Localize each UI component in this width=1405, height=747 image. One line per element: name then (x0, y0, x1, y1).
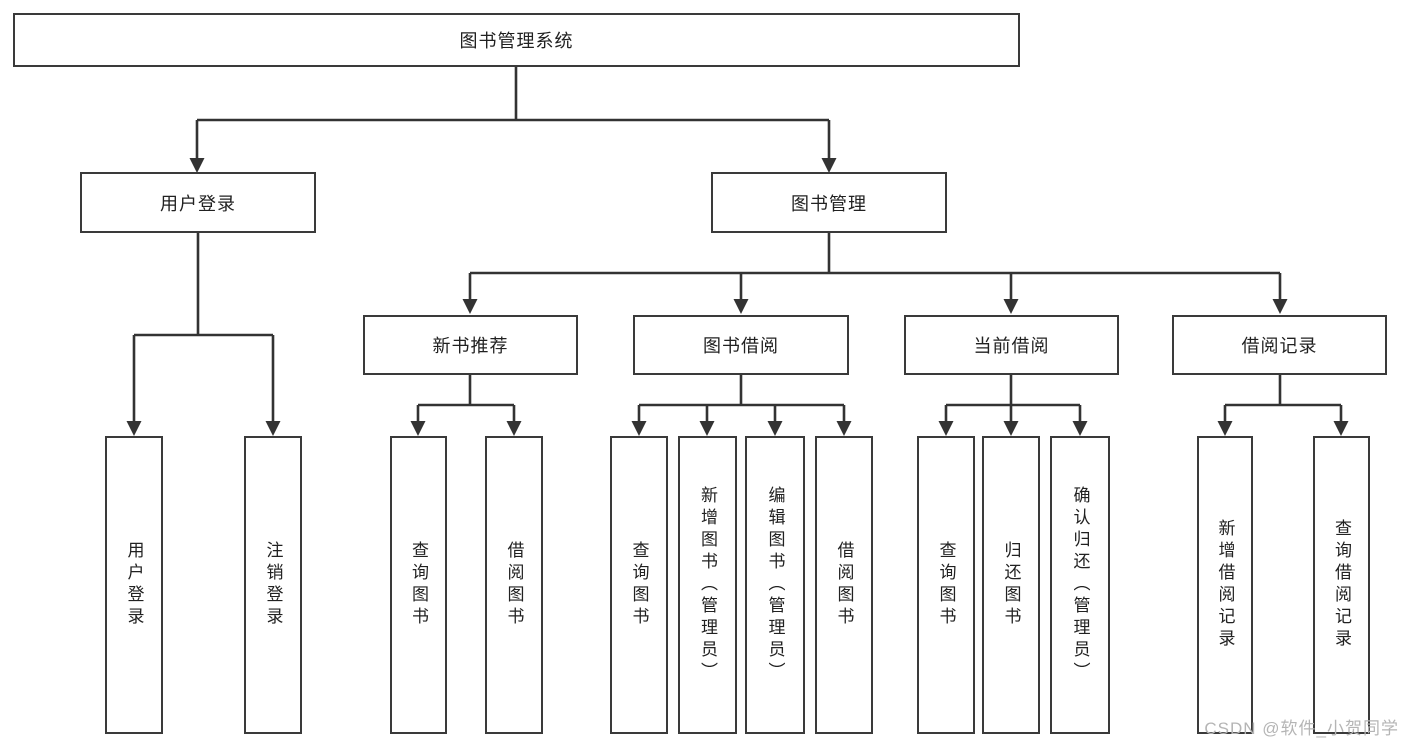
arrowhead (631, 421, 647, 436)
connector-book-borrow-to-leaves (631, 375, 852, 436)
arrowhead (821, 158, 837, 173)
node-new-book-recommend: 新书推荐 (363, 315, 578, 375)
arrowhead (1217, 421, 1233, 436)
arrowhead (410, 421, 426, 436)
arrowhead (126, 421, 142, 436)
leaf-newbook-query-books-label: 查询图书 (409, 541, 428, 629)
leaf-borrowing-add-books-admin: 新增图书（管理员） (678, 436, 737, 734)
arrowhead (1333, 421, 1349, 436)
leaf-user-login-label: 用户登录 (124, 541, 144, 629)
leaf-newbook-borrow-books: 借阅图书 (485, 436, 543, 734)
leaf-borrowing-borrow-books-label: 借阅图书 (834, 541, 854, 629)
leaf-user-login: 用户登录 (105, 436, 163, 734)
arrowhead (1003, 421, 1019, 436)
arrowhead (938, 421, 954, 436)
leaf-records-query-record: 查询借阅记录 (1313, 436, 1370, 734)
leaf-records-add-record: 新增借阅记录 (1197, 436, 1253, 734)
leaf-logout-label: 注销登录 (263, 541, 283, 629)
node-book-borrowing: 图书借阅 (633, 315, 849, 375)
leaf-borrowing-edit-books-admin-label: 编辑图书（管理员） (765, 486, 785, 684)
leaf-current-confirm-return-admin: 确认归还（管理员） (1050, 436, 1110, 734)
node-borrow-records-label: 借阅记录 (1241, 336, 1318, 356)
node-book-management-label: 图书管理 (791, 193, 867, 214)
arrowhead (699, 421, 715, 436)
leaf-borrowing-add-books-admin-label: 新增图书（管理员） (698, 486, 717, 684)
leaf-records-add-record-label: 新增借阅记录 (1215, 519, 1235, 651)
node-library-system: 图书管理系统 (13, 13, 1020, 67)
arrowhead (1272, 299, 1288, 314)
node-borrow-records: 借阅记录 (1172, 315, 1387, 375)
leaf-borrowing-query-books-label: 查询图书 (629, 541, 649, 629)
connector-book-mgmt-to-level3 (462, 233, 1288, 314)
leaf-records-query-record-label: 查询借阅记录 (1332, 519, 1351, 651)
leaf-newbook-query-books: 查询图书 (390, 436, 447, 734)
arrowhead (1003, 299, 1019, 314)
node-book-management: 图书管理 (711, 172, 947, 233)
node-current-borrowing-label: 当前借阅 (973, 336, 1050, 356)
arrowhead (462, 299, 478, 314)
node-book-borrowing-label: 图书借阅 (703, 336, 779, 356)
node-user-login-label: 用户登录 (160, 193, 236, 214)
leaf-logout: 注销登录 (244, 436, 302, 734)
arrowhead (265, 421, 281, 436)
arrowhead (733, 299, 749, 314)
connector-new-books-to-leaves (410, 375, 522, 436)
arrowhead (767, 421, 783, 436)
leaf-borrowing-query-books: 查询图书 (610, 436, 668, 734)
leaf-current-confirm-return-admin-label: 确认归还（管理员） (1070, 486, 1090, 684)
leaf-borrowing-edit-books-admin: 编辑图书（管理员） (745, 436, 805, 734)
arrowhead (836, 421, 852, 436)
leaf-current-return-books: 归还图书 (982, 436, 1040, 734)
node-user-login: 用户登录 (80, 172, 316, 233)
connector-current-borrow-to-leaves (938, 375, 1088, 436)
leaf-current-return-books-label: 归还图书 (1001, 541, 1021, 629)
connector-user-login-to-leaves (126, 233, 281, 436)
csdn-watermark: CSDN @软件_小贺同学 (1204, 719, 1399, 738)
arrowhead (506, 421, 522, 436)
connector-root-to-level2 (189, 67, 837, 173)
arrowhead (1072, 421, 1088, 436)
leaf-current-query-books: 查询图书 (917, 436, 975, 734)
node-new-book-recommend-label: 新书推荐 (432, 336, 509, 356)
leaf-newbook-borrow-books-label: 借阅图书 (504, 541, 524, 629)
leaf-current-query-books-label: 查询图书 (936, 541, 956, 629)
arrowhead (189, 158, 205, 173)
node-library-system-label: 图书管理系统 (459, 31, 574, 51)
node-current-borrowing: 当前借阅 (904, 315, 1119, 375)
leaf-borrowing-borrow-books: 借阅图书 (815, 436, 873, 734)
connector-borrow-records-to-leaves (1217, 375, 1349, 436)
